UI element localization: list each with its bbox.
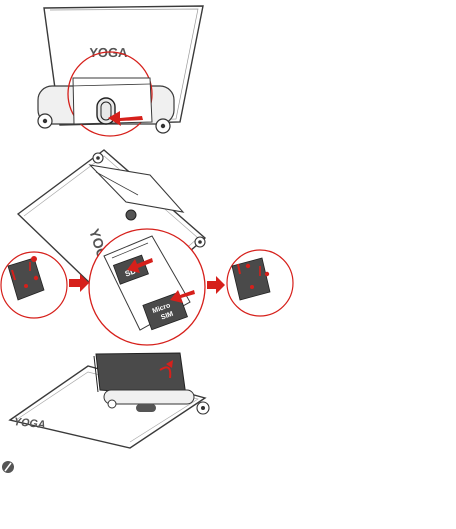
- yoga-logo-stand: YOGA: [12, 416, 47, 431]
- step3-tablet-stand: YOGA: [10, 353, 209, 448]
- detail-circle-sd-closed: [227, 250, 293, 316]
- step1-tablet-back: YOGA: [38, 6, 203, 136]
- detail-circle-sd-open: [1, 252, 67, 318]
- step-arrow-icon-2: [207, 276, 225, 294]
- detail-circle-sim-slots: SD Micro SIM: [89, 229, 205, 345]
- note-pencil-icon: [2, 461, 14, 473]
